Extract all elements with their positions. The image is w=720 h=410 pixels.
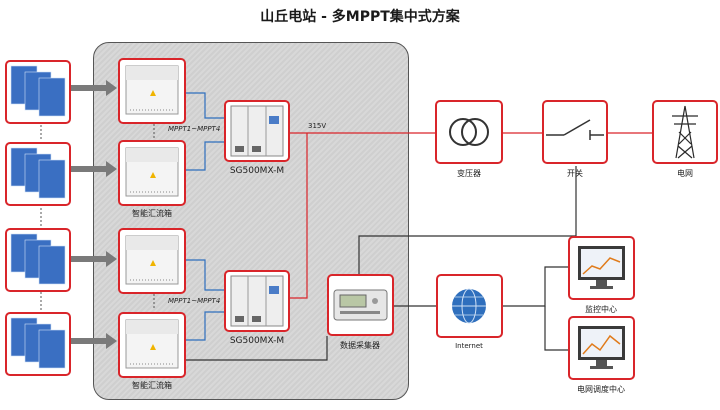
solar-panel-icon [10,317,66,369]
combiner-icon [125,147,179,197]
grid [652,100,718,164]
datalogger-label: 数据采集器 [340,341,380,350]
panel-arrows [70,80,117,349]
combiner-icon [125,319,179,369]
switch-label: 开关 [567,169,583,178]
datalogger [327,274,394,336]
transformer-icon [449,118,489,146]
combiner-box-2 [118,140,186,206]
solar-panel-icon [10,147,66,199]
pv-array-2 [5,142,71,206]
inverter-2 [224,270,290,332]
inverter-1 [224,100,290,162]
switch [542,100,608,164]
internet [436,274,503,338]
pv-array-4 [5,312,71,376]
combiner-box-3 [118,228,186,294]
solar-panel-icon [10,65,66,117]
combiner-box-1 [118,58,186,124]
inverter-icon [230,105,284,157]
combiner-label-1: 智能汇流箱 [132,209,172,218]
inverter-label-2: SG500MX-M [229,336,285,346]
dispatch-center-label: 电网调度中心 [577,385,625,394]
monitor-center [568,236,635,300]
voltage-label: 315V [308,122,327,130]
pv-array-3 [5,228,71,292]
pv-array-1 [5,60,71,124]
globe-icon [452,288,486,324]
diagram-title: 山丘电站 - 多MPPT集中式方案 [260,9,460,25]
mppt-label-2: MPPT1~MPPT4 [168,297,221,305]
monitor-icon [578,326,625,369]
inverter-icon [230,275,284,327]
internet-label: Internet [455,342,483,350]
dispatch-center [568,316,635,380]
combiner-label-2: 智能汇流箱 [132,381,172,390]
transformer-label: 变压器 [457,169,481,178]
monitor-center-label: 监控中心 [585,305,617,314]
transformer [435,100,503,164]
combiner-icon [125,235,179,285]
monitor-icon [578,246,625,289]
mppt-label-1: MPPT1~MPPT4 [168,125,221,133]
power-tower-icon [672,105,698,159]
combiner-box-4 [118,312,186,378]
combiner-icon [125,65,179,115]
grid-label: 电网 [677,169,693,178]
datalogger-icon [333,289,388,321]
switch-icon [546,119,604,140]
inverter-label-1: SG500MX-M [229,166,285,176]
solar-panel-icon [10,233,66,285]
